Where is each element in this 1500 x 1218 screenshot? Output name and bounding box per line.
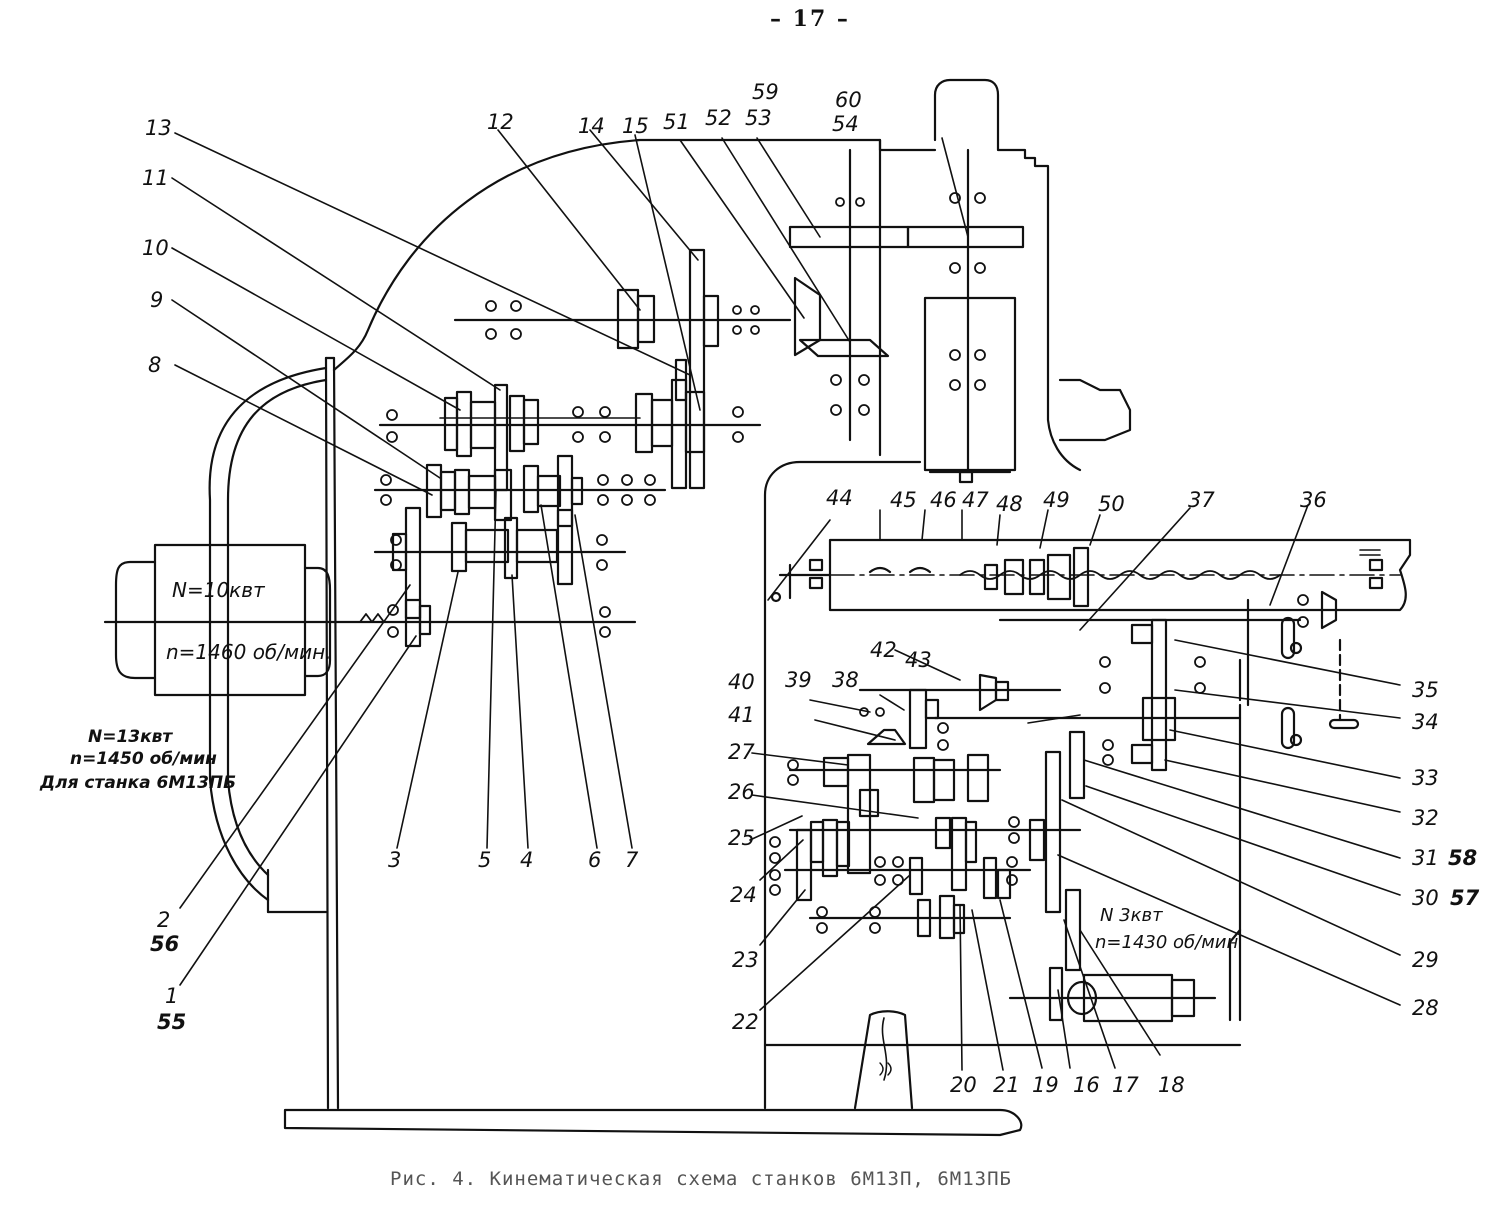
callout-23: 23 [732,948,759,972]
callout-55: 55 [157,1010,187,1034]
callout-5: 5 [478,848,492,872]
callout-18: 18 [1158,1073,1185,1097]
callout-29: 29 [1412,948,1439,972]
callout-7: 7 [625,848,639,872]
callout-15: 15 [622,114,649,138]
callout-19: 19 [1032,1073,1059,1097]
callout-40: 40 [728,670,755,694]
callout-28: 28 [1412,996,1439,1020]
callout-30: 30 [1412,886,1439,910]
callout-9: 9 [150,288,164,312]
callout-60: 60 [835,88,862,112]
alt-motor-applicability: Для станка 6М13ПБ [40,773,237,793]
callout-33: 33 [1412,766,1439,790]
leader-lines [172,130,1400,1070]
callout-50: 50 [1098,492,1125,516]
callout-22: 22 [732,1010,759,1034]
callout-53: 53 [745,106,772,130]
figure-caption: Рис. 4. Кинематическая схема станков 6М1… [390,1168,1012,1190]
callout-42: 42 [870,638,897,662]
callout-45: 45 [890,488,917,512]
callout-3: 3 [388,848,402,872]
callout-41: 41 [728,703,755,727]
callout-51: 51 [663,110,690,134]
callout-32: 32 [1412,806,1439,830]
callout-52: 52 [705,106,732,130]
callout-8: 8 [148,353,162,377]
callout-10: 10 [142,236,169,260]
callout-27: 27 [728,740,755,764]
callout-31: 31 [1412,846,1439,870]
callout-26: 26 [728,780,755,804]
callout-54: 54 [832,112,859,136]
callout-37: 37 [1188,488,1215,512]
callout-25: 25 [728,826,755,850]
machine-frame [210,80,1240,1135]
page-number: – 17 – [770,6,850,32]
speed-gearbox [105,150,1023,646]
callout-2: 2 [157,908,171,932]
bearing-symbols [381,193,1308,933]
main-motor-power: N=10квт [172,578,265,602]
callout-38: 38 [832,668,859,692]
callout-57: 57 [1450,886,1480,910]
feed-gearbox [785,592,1358,1021]
callout-44: 44 [826,486,853,510]
main-motor [116,545,330,695]
callout-4: 4 [520,848,534,872]
alt-motor-power: N=13квт [88,727,173,747]
work-table [772,540,1410,610]
callout-59: 59 [752,80,779,104]
callout-24: 24 [730,883,757,907]
callout-48: 48 [996,492,1023,516]
main-motor-speed: n=1460 об/мин. [166,640,332,664]
callout-17: 17 [1112,1073,1139,1097]
callout-56: 56 [150,932,180,956]
feed-motor-speed: n=1430 об/мин [1095,932,1239,953]
callout-35: 35 [1412,678,1439,702]
callout-58: 58 [1448,846,1478,870]
callout-34: 34 [1412,710,1439,734]
callout-49: 49 [1043,488,1070,512]
callout-20: 20 [950,1073,977,1097]
callout-46: 46 [930,488,957,512]
callout-13: 13 [145,116,172,140]
callout-6: 6 [588,848,602,872]
callout-39: 39 [785,668,812,692]
callout-1: 1 [165,984,179,1008]
callout-36: 36 [1300,488,1327,512]
callout-11: 11 [142,166,169,190]
callout-16: 16 [1073,1073,1100,1097]
alt-motor-speed: n=1450 об/мин [70,749,217,769]
feed-motor-power: N 3квт [1100,905,1163,926]
callout-43: 43 [905,648,932,672]
callout-14: 14 [578,114,605,138]
callout-21: 21 [993,1073,1020,1097]
callout-47: 47 [962,488,989,512]
callout-12: 12 [487,110,514,134]
